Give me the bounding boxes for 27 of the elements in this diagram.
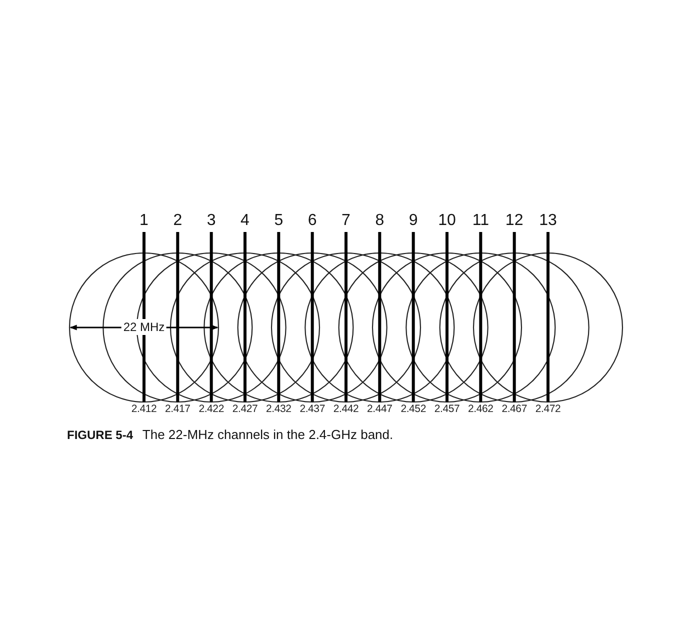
frequency-label: 2.437 — [300, 403, 325, 416]
frequency-label: 2.422 — [198, 403, 224, 416]
channel-number: 6 — [308, 212, 317, 230]
channel-number: 9 — [408, 212, 418, 230]
channel-number: 7 — [342, 212, 350, 230]
frequency-label: 2.427 — [232, 403, 258, 416]
frequency-label: 2.472 — [535, 403, 561, 416]
channel-number: 12 — [505, 212, 524, 230]
frequency-label: 2.432 — [266, 403, 292, 416]
frequency-label: 2.452 — [400, 403, 426, 416]
channel-number: 4 — [240, 212, 250, 230]
channel-number: 8 — [375, 212, 384, 230]
channel-number: 1 — [140, 212, 148, 230]
frequency-label: 2.447 — [367, 403, 392, 416]
frequency-label: 2.467 — [502, 403, 527, 416]
frequency-label: 2.412 — [131, 403, 157, 416]
figure-caption: FIGURE 5-4 The 22-MHz channels in the 2.4-GHz band. — [67, 427, 394, 443]
frequency-label: 2.457 — [434, 403, 460, 416]
channel-number: 13 — [539, 212, 557, 230]
frequency-label: 2.442 — [333, 403, 359, 416]
channel-number: 10 — [438, 212, 456, 230]
channel-number: 11 — [472, 212, 489, 230]
channel-number: 3 — [206, 212, 216, 230]
frequency-label: 2.417 — [165, 403, 190, 416]
frequency-label: 2.462 — [468, 403, 494, 416]
channel-number: 5 — [274, 212, 284, 230]
channel-number: 2 — [173, 212, 182, 230]
